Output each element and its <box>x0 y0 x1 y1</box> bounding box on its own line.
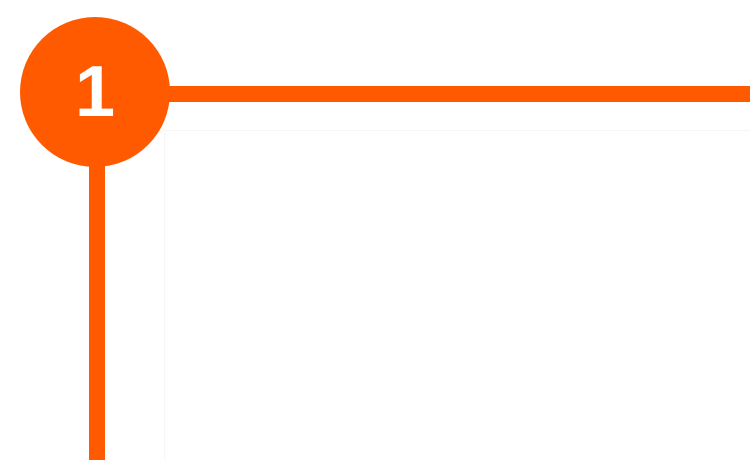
placeholder-frame <box>164 130 750 460</box>
horizontal-connector-line <box>150 86 750 102</box>
step-number-label: 1 <box>74 52 116 132</box>
vertical-connector-line <box>89 150 105 460</box>
step-number-badge: 1 <box>20 17 170 167</box>
